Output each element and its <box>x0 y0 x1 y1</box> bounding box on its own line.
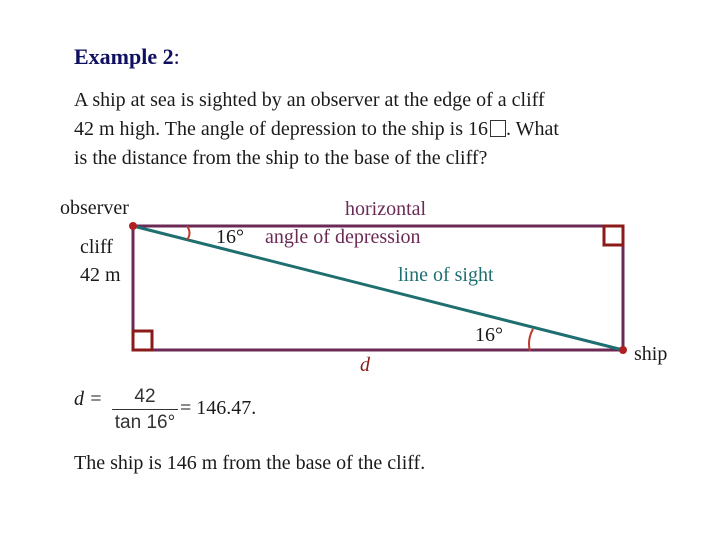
cliff-height-label: 42 m <box>80 264 121 286</box>
example-title-label: Example 2 <box>74 44 174 69</box>
missing-glyph-icon <box>490 120 507 137</box>
fraction-bar <box>112 409 178 410</box>
right-angle-marker-top <box>602 224 625 247</box>
line-of-sight-label: line of sight <box>398 264 494 286</box>
problem-line-2-end: . What <box>506 118 559 140</box>
problem-line-2: 42 m high. The angle of depression to th… <box>74 115 559 144</box>
formula-denominator: tan 16° <box>114 412 176 433</box>
formula-fraction: 42 tan 16° <box>112 386 178 434</box>
angle-arc-top <box>186 225 191 241</box>
example-title: Example 2: <box>74 44 180 70</box>
problem-line-2-start: 42 m high. The angle of depression to th… <box>74 118 489 140</box>
ship-label: ship <box>634 343 668 365</box>
distance-d-label: d <box>360 354 370 376</box>
angle-top-label: 16° <box>216 226 244 248</box>
line-of-sight-line <box>132 224 624 352</box>
formula-lhs-text: d = <box>74 388 103 410</box>
cliff-rectangle <box>131 224 625 352</box>
problem-line-1: A ship at sea is sighted by an observer … <box>74 89 545 111</box>
problem-line-3: is the distance from the ship to the bas… <box>74 147 488 169</box>
formula-lhs: d = <box>74 388 103 411</box>
horizontal-label: horizontal <box>345 198 427 220</box>
conclusion-text: The ship is 146 m from the base of the c… <box>74 452 426 474</box>
angle-of-depression-label: angle of depression <box>265 226 421 248</box>
angle-bottom-label: 16° <box>475 324 503 346</box>
cliff-label: cliff <box>80 236 113 258</box>
problem-statement: A ship at sea is sighted by an observer … <box>74 86 559 173</box>
example-title-colon: : <box>173 44 180 69</box>
observer-label: observer <box>60 197 129 219</box>
ship-point <box>619 346 627 354</box>
formula-numerator: 42 <box>134 386 156 407</box>
right-angle-marker-bottom <box>131 329 154 352</box>
formula-result: = 146.47. <box>180 397 257 419</box>
angle-arc-bottom <box>528 328 534 352</box>
observer-point <box>129 222 137 230</box>
